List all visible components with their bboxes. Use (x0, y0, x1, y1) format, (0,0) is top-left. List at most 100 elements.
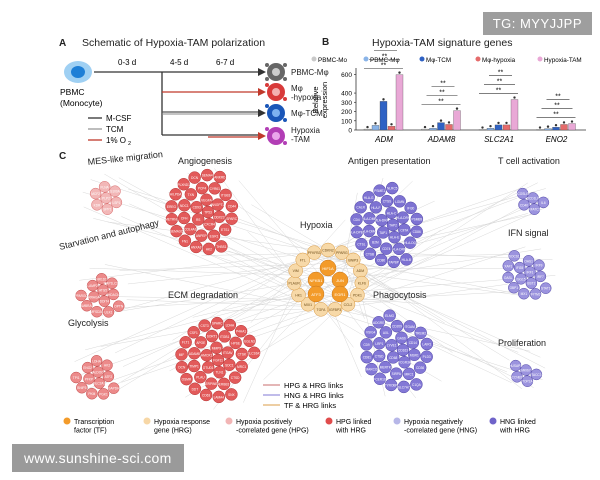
node-phago-7 (413, 361, 427, 374)
node-legend-label-2-0: Hypoxia positively (236, 419, 293, 426)
node-phago-16 (414, 326, 427, 340)
node-label-prolif-3: CCNB2 (512, 375, 523, 379)
time-label-2: 4-5 d (170, 58, 188, 67)
hrg-label-1: PPARG (336, 251, 348, 255)
node-ecm-29 (210, 316, 224, 330)
node-label-ecm-15: ITGB1 (220, 335, 229, 339)
node-ecm-6 (221, 346, 235, 359)
node-angio-9 (195, 229, 208, 242)
y-tick-5: 600 (341, 72, 352, 79)
legend-label-2: Mφ-TCM (426, 57, 451, 64)
node-legend-label-3-1: with HRG (335, 428, 366, 435)
node-label-antigen-13: HLA-F (371, 206, 380, 210)
node-label-glyco-10: BNIP3 (77, 386, 86, 390)
node-label-antigen-10: B2M (372, 241, 379, 245)
tf-label-0: HIF1A (322, 266, 334, 271)
node-prolif-2 (521, 375, 534, 387)
node-ecm-31 (234, 324, 248, 338)
link-legend-0: HPG & HRG links (284, 381, 343, 390)
node-ifn-0 (524, 266, 536, 278)
node-antigen-11 (362, 224, 376, 238)
node-label-ifn-9: MX1 (521, 292, 528, 296)
node-label-prolif-0: MKI67 (521, 369, 530, 373)
node-label-mes-6: S100A (110, 190, 120, 194)
node-label-phago-10: MERTK (380, 366, 392, 370)
link-legend-1: HNG & HRG links (284, 391, 344, 400)
node-starv-0 (97, 284, 109, 296)
node-ifn-2 (525, 277, 538, 289)
node-label-angio-19: THBS1 (216, 245, 227, 249)
node-legend-label-0-0: Transcription (74, 419, 114, 426)
node-angio-16 (219, 188, 232, 202)
node-label-ecm-0: FGF11 (213, 359, 223, 363)
node-legend-label-4-0: Hypoxia negatively (404, 419, 463, 426)
node-label-angio-11: CFH (181, 217, 188, 221)
legend-dot-0 (311, 56, 317, 62)
node-ecm-26 (179, 335, 192, 349)
hrg-node-13 (295, 252, 310, 268)
node-starv-8 (102, 306, 115, 318)
node-antigen-24 (350, 225, 364, 239)
node-antigen-13 (369, 201, 383, 214)
hrg-label-13: FTL (300, 258, 306, 262)
node-label-antigen-24: HLA-DPB1 (349, 231, 365, 235)
node-mes-0 (100, 192, 112, 204)
panel-a-schematic: PBMC (Monocyte) 0-3 d 4-5 d 6-7 d M-CSF … (60, 58, 287, 147)
node-angio-24 (165, 212, 179, 226)
node-angio-17 (225, 199, 239, 213)
node-label-glyco-5: LDHA (92, 359, 101, 363)
node-prolif-4 (509, 359, 522, 372)
hrg-node-12 (288, 263, 303, 278)
node-label-ecm-30: LDHA (226, 324, 235, 328)
sig-1-1: ** (439, 90, 445, 97)
module-label-hypoxia: Hypoxia (300, 220, 333, 230)
node-antigen-10 (369, 235, 382, 249)
bar-ADAM8-4 (453, 110, 461, 131)
svg-text:2: 2 (128, 141, 131, 147)
node-ifn-4 (513, 261, 526, 274)
node-antigen-18 (410, 225, 423, 238)
tf-label-4: EGR1 (335, 292, 347, 297)
node-label-angio-26: HILPDA (170, 193, 182, 197)
node-label-angio-12: NDC1 (180, 204, 189, 208)
node-label-antigen-2: HLA-E (390, 236, 399, 240)
node-ecm-15 (218, 330, 231, 343)
node-label-angio-1: DDX23 (214, 215, 225, 219)
node-label-ecm-25: MIF (179, 353, 185, 357)
node-legend-dot-4 (393, 417, 401, 425)
legend-label-3: Mφ-hypoxia (482, 57, 516, 64)
node-label-phago-27: ADGRE (373, 321, 384, 325)
node-label-ecm-20: LAMA4 (214, 395, 225, 399)
node-label-ecm-23: OSMR (182, 378, 192, 382)
node-ecm-24 (175, 360, 189, 374)
node-label-angio-21: ANXA3 (191, 245, 202, 249)
bar-ADM-2 (379, 101, 388, 131)
node-label-starv-2: DDIT4 (100, 300, 109, 304)
node-glyco-7 (107, 382, 120, 394)
node-label-starv-0: ATG5 (99, 289, 107, 293)
node-phago-21 (384, 378, 398, 392)
node-label-antigen-19: HLA-B (402, 258, 411, 262)
node-mes-2 (101, 203, 114, 215)
node-antigen-8 (392, 242, 406, 256)
node-label-tcell-4: ICOSLG (517, 192, 530, 196)
node-legend-label-2-1: -correlated gene (HPG) (236, 428, 309, 435)
node-ecm-4 (200, 348, 213, 362)
y-axis-label-1: expression (320, 82, 329, 118)
node-ecm-21 (199, 388, 213, 402)
macrophage-blue-icon (265, 104, 287, 122)
hrg-label-6: CCL2 (344, 303, 353, 307)
node-label-ifn-8: IFITM3 (530, 292, 540, 296)
node-label-antigen-29: NLRC5 (387, 187, 398, 191)
node-label-angio-14: PCP4 (198, 187, 207, 191)
node-label-angio-4: CD93 (193, 206, 201, 210)
node-starv-5 (95, 273, 108, 285)
node-angio-8 (207, 229, 221, 243)
bar-ADAM8-1 (429, 128, 437, 131)
node-label-antigen-22: CTSB (366, 252, 375, 256)
node-angio-12 (178, 199, 191, 212)
network-nodes: PLP2LSP1SPP1KDRMCF2FLNAS100ATP53DDX23CXC… (70, 168, 552, 404)
node-phago-15 (403, 320, 416, 333)
node-tcell-2 (528, 203, 541, 215)
